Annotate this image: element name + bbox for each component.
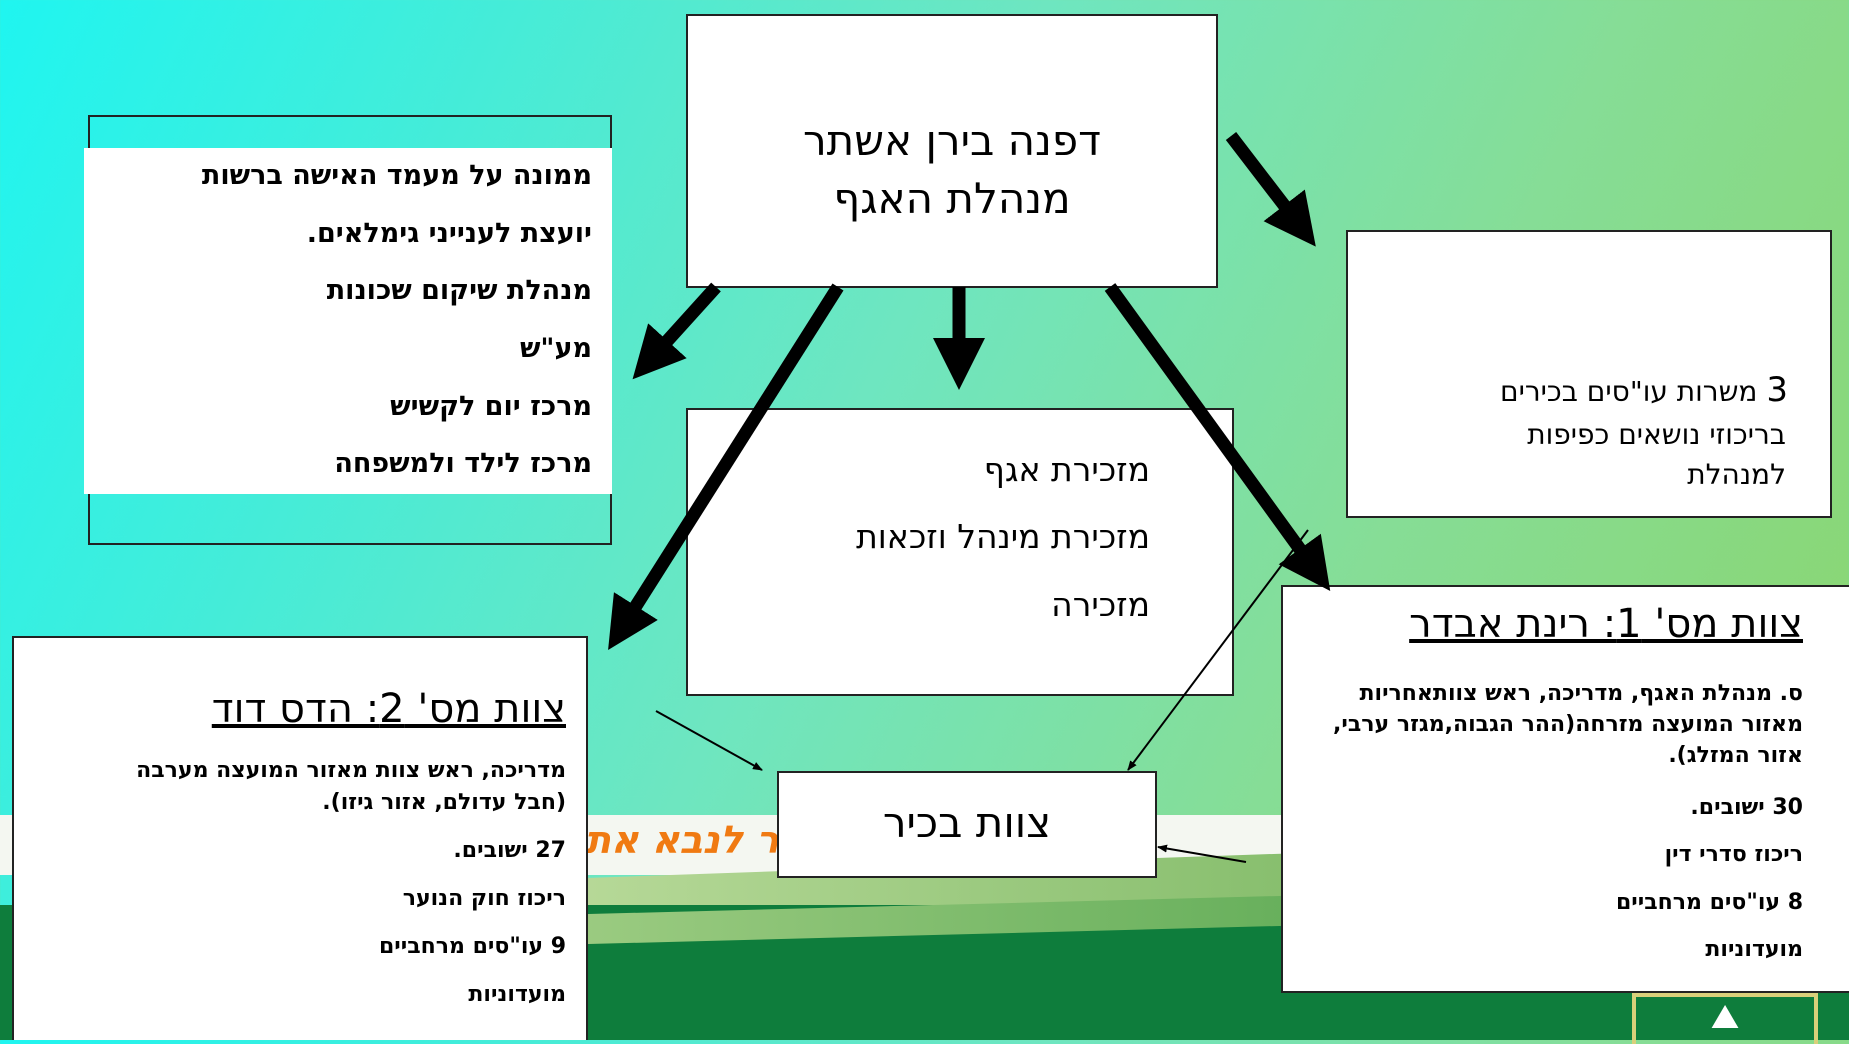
team2-line5: 9 עו"סים מרחביים — [378, 934, 566, 959]
team2-title: צוות מס' 2: הדס דוד — [211, 686, 566, 732]
senior-workers-number: 3 — [1766, 370, 1788, 410]
left-box-item: יועצת לענייני גימלאים. — [306, 218, 592, 249]
team1-line3: אזור המזלג). — [1668, 743, 1803, 768]
secretary-item: מזכירת מינהל וזכאות — [856, 517, 1150, 556]
team1-line6: 8 עו"סים מרחביים — [1615, 890, 1803, 915]
left-box-item: ממונה על מעמד האישה ברשות — [201, 160, 592, 191]
left-box-item: מע"ש — [519, 333, 592, 364]
team1-line4: 30 ישובים. — [1690, 795, 1803, 820]
arrow-team2-to-senior — [655, 710, 763, 771]
arrow-to-left-box — [632, 282, 721, 380]
arrow-to-senior-workers — [1225, 132, 1316, 247]
team2-line2: (חבל עדולם, אזור גיזו). — [322, 790, 566, 815]
secretaries-box: מזכירת אגף מזכירת מינהל וזכאות מזכירה — [686, 408, 1234, 696]
team1-box: צוות מס' 1: רינת אבדר ס. מנהלת האגף, מדר… — [1281, 585, 1849, 993]
manager-title: מנהלת האגף — [833, 174, 1071, 223]
team2-line1: מדריכה, ראש צוות מאזור המועצה מערבה — [136, 758, 566, 783]
left-box: ממונה על מעמד האישה ברשות יועצת לענייני … — [84, 148, 612, 494]
left-box-item: מנהלת שיקום שכונות — [326, 275, 592, 306]
team1-title: צוות מס' 1: רינת אבדר — [1409, 601, 1803, 647]
team2-line6: מועדוניות — [468, 982, 566, 1007]
senior-workers-box: 3 משרות עו"סים בכירים בריכוזי נושאים כפי… — [1346, 230, 1832, 518]
arrow-to-team1 — [1104, 283, 1331, 592]
left-box-item: מרכז לילד ולמשפחה — [334, 448, 592, 479]
team1-line7: מועדוניות — [1705, 937, 1803, 962]
manager-name: דפנה בירן אשתר — [802, 116, 1102, 165]
arrow-team1-to-senior — [1127, 529, 1309, 771]
team1-bullet: ס — [1788, 681, 1803, 706]
team1-line1: ס. מנהלת האגף, מדריכה, ראש צוותאחריות — [1359, 681, 1804, 706]
senior-workers-line1: 3 משרות עו"סים בכירים — [1500, 370, 1788, 410]
arrow-to-team2 — [608, 283, 844, 650]
arrow-right-to-senior — [1157, 844, 1247, 863]
logo-icon: ⛰ — [1632, 993, 1818, 1044]
senior-workers-line3: למנהלת — [1687, 458, 1786, 491]
team2-box: צוות מס' 2: הדס דוד מדריכה, ראש צוות מאז… — [12, 636, 588, 1040]
team2-line4: ריכוז חוק הנוער — [402, 886, 566, 911]
team1-line5: ריכוז סדרי דין — [1664, 842, 1803, 867]
team1-line2: מאזור המועצה מזרחה(ההר הגבוה,מגזר ערבי, — [1333, 712, 1803, 737]
team2-line3: 27 ישובים. — [453, 838, 566, 863]
senior-workers-line2: בריכוזי נושאים כפיפות — [1527, 418, 1786, 451]
background-orange-text: ר לנבא את — [585, 818, 780, 862]
secretary-item: מזכירה — [1051, 585, 1150, 624]
senior-team-label: צוות בכיר — [882, 798, 1052, 847]
manager-box: דפנה בירן אשתר מנהלת האגף — [686, 14, 1218, 288]
secretary-item: מזכירת אגף — [983, 450, 1150, 489]
senior-team-box: צוות בכיר — [777, 771, 1157, 878]
left-box-item: מרכז יום לקשיש — [390, 391, 592, 422]
